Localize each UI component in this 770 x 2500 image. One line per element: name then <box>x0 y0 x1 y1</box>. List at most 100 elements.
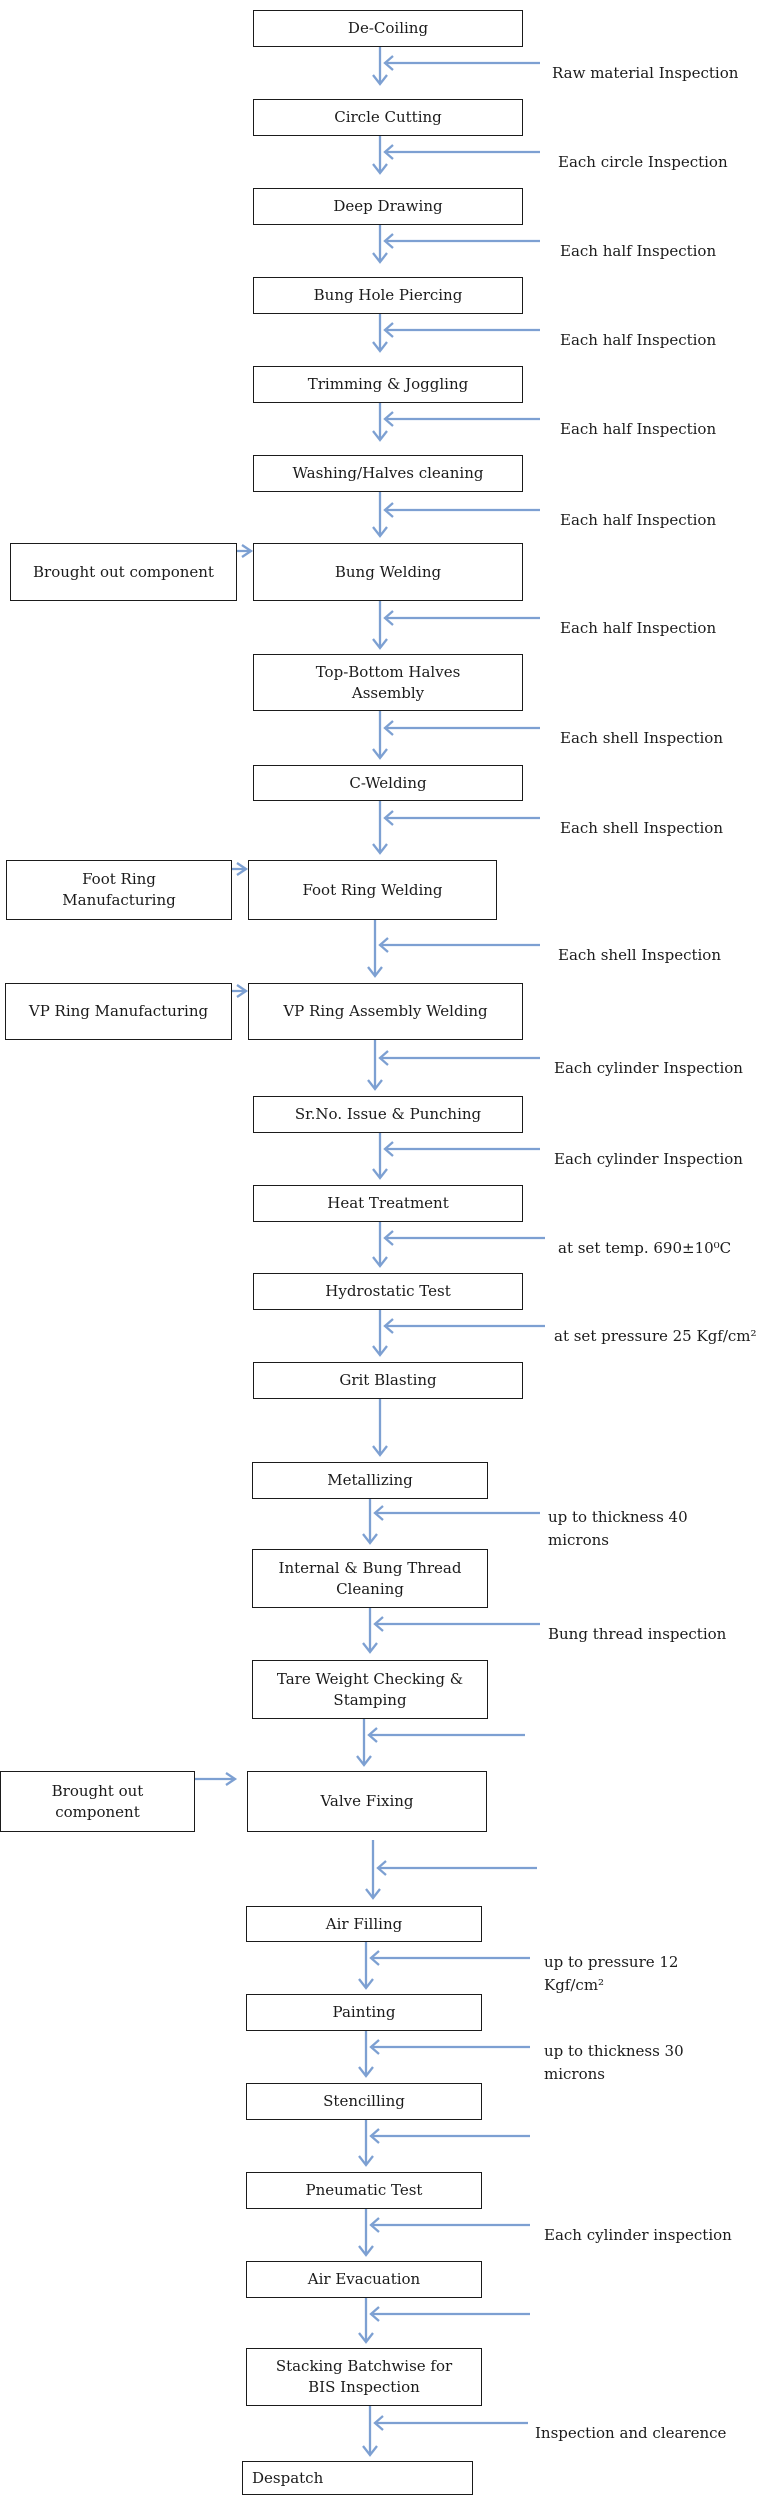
arrow-down-icon <box>372 1345 388 1357</box>
flow-arrow-de-coiling <box>372 47 540 86</box>
step-box-air-filling: Air Filling <box>246 1906 482 1942</box>
flow-arrow-heat-treatment <box>372 1222 545 1268</box>
annotation-line: up to thickness 40 <box>548 1508 688 1526</box>
annotation-line: Each half Inspection <box>560 619 717 637</box>
step-box-circle-cutting: Circle Cutting <box>253 99 523 136</box>
flow-arrow-grit-blasting <box>372 1399 388 1457</box>
arrow-down-icon <box>358 2155 374 2167</box>
annotation-line: Each cylinder Inspection <box>554 1059 743 1077</box>
step-label: Manufacturing <box>62 891 176 909</box>
flow-arrow-valve-fixing <box>365 1840 537 1900</box>
step-label: Painting <box>332 2003 396 2022</box>
step-box-c-welding: C-Welding <box>253 765 523 801</box>
arrow-right-icon <box>236 862 249 876</box>
arrow-down-icon <box>372 1445 388 1457</box>
arrow-right-icon <box>225 1772 238 1786</box>
arrow-down-icon <box>372 638 388 650</box>
annotation-line: at set pressure 25 Kgf/cm² <box>554 1327 757 1345</box>
arrow-down-icon <box>362 1642 378 1654</box>
side-box-vp-ring-manufacturing: VP Ring Manufacturing <box>5 983 232 1040</box>
step-label: De-Coiling <box>347 19 429 38</box>
flow-arrow-foot-ring-welding <box>367 920 540 978</box>
arrow-down-icon <box>372 526 388 538</box>
arrow-down-icon <box>372 1168 388 1180</box>
step-box-grit-blasting: Grit Blasting <box>253 1362 523 1399</box>
arrow-down-icon <box>372 1256 388 1268</box>
arrow-down-icon <box>362 1533 378 1545</box>
arrow-left-icon <box>383 411 394 427</box>
annotation-line: up to thickness 30 <box>544 2042 684 2060</box>
flow-arrow-sr-no-issue-punching <box>372 1133 540 1180</box>
arrow-left-icon <box>378 1050 389 1066</box>
flow-arrow-pneumatic-test <box>358 2209 530 2257</box>
arrow-right-icon <box>241 544 254 558</box>
flow-arrow-metallizing <box>362 1499 540 1545</box>
step-box-metallizing: Metallizing <box>252 1462 488 1499</box>
step-label: Stacking Batchwise for <box>275 2357 453 2376</box>
arrow-left-icon <box>378 937 389 953</box>
annotation-heat-treatment: at set temp. 690±10⁰C <box>558 1237 731 1260</box>
step-label: Circle Cutting <box>334 108 442 127</box>
arrow-down-icon <box>358 2332 374 2344</box>
step-box-valve-fixing: Valve Fixing <box>247 1771 487 1832</box>
arrow-down-icon <box>367 966 383 978</box>
arrow-left-icon <box>383 720 394 736</box>
flow-arrow-internal-bung-thread-cleaning <box>362 1608 540 1654</box>
arrow-left-icon <box>367 1727 378 1743</box>
step-box-despatch: Despatch <box>242 2461 473 2495</box>
step-box-de-coiling: De-Coiling <box>253 10 523 47</box>
step-label: Grit Blasting <box>339 1371 437 1390</box>
arrow-left-icon <box>383 144 394 160</box>
flow-arrow-stacking-batchwise-bis-inspection <box>362 2406 528 2457</box>
step-label: Metallizing <box>327 1471 413 1490</box>
step-label: Hydrostatic Test <box>325 1282 451 1301</box>
arrow-left-icon <box>373 1616 384 1632</box>
arrow-left-icon <box>369 2217 380 2233</box>
annotation-line: Each half Inspection <box>560 511 717 529</box>
annotation-line: Each shell Inspection <box>560 819 724 837</box>
flow-arrow-deep-drawing <box>372 225 540 264</box>
step-label: BIS Inspection <box>308 2378 420 2396</box>
arrow-down-icon <box>372 252 388 264</box>
flow-arrow-top-bottom-halves-assembly <box>372 711 540 760</box>
annotation-line: Each cylinder inspection <box>544 2226 732 2244</box>
annotation-pneumatic-test: Each cylinder inspection <box>544 2224 732 2247</box>
step-box-sr-no-issue-punching: Sr.No. Issue & Punching <box>253 1096 523 1133</box>
step-box-vp-ring-assembly-welding: VP Ring Assembly Welding <box>248 983 523 1040</box>
step-box-trimming-joggling: Trimming & Joggling <box>253 366 523 403</box>
step-label: VP Ring Manufacturing <box>28 1002 209 1021</box>
arrow-down-icon <box>358 1978 374 1990</box>
annotation-c-welding: Each shell Inspection <box>560 817 723 840</box>
flow-arrow-bung-hole-piercing <box>372 314 540 353</box>
step-box-tare-weight-checking-stamping: Tare Weight Checking &Stamping <box>252 1660 488 1719</box>
arrow-down-icon <box>372 843 388 855</box>
annotation-line: Each shell Inspection <box>558 946 722 964</box>
annotation-top-bottom-halves-assembly: Each shell Inspection <box>560 727 723 750</box>
flow-arrow-c-welding <box>372 801 540 855</box>
arrow-left-icon <box>383 502 394 518</box>
arrow-left-icon <box>373 2415 384 2431</box>
step-label: Brought out <box>51 1781 144 1800</box>
annotation-line: Each cylinder Inspection <box>554 1150 743 1168</box>
arrow-down-icon <box>367 1079 383 1091</box>
arrow-down-icon <box>365 1888 381 1900</box>
annotation-line: up to pressure 12 <box>544 1953 679 1971</box>
flow-arrow-painting <box>358 2031 530 2078</box>
flow-arrow-bung-welding <box>372 601 540 650</box>
arrow-left-icon <box>383 322 394 338</box>
arrow-down-icon <box>372 163 388 175</box>
step-label: Stamping <box>333 1690 407 1709</box>
flow-arrow-air-evacuation <box>358 2298 530 2344</box>
step-box-foot-ring-welding: Foot Ring Welding <box>248 860 497 920</box>
annotation-internal-bung-thread-cleaning: Bung thread inspection <box>548 1623 726 1646</box>
arrow-down-icon <box>356 1755 372 1767</box>
step-label: Foot Ring Welding <box>302 880 443 899</box>
step-label: Brought out component <box>33 562 214 581</box>
step-box-washing-halves-cleaning: Washing/Halves cleaning <box>253 455 523 492</box>
flow-arrow-trimming-joggling <box>372 403 540 442</box>
arrow-left-icon <box>376 1860 387 1876</box>
annotation-de-coiling: Raw material Inspection <box>552 62 738 85</box>
